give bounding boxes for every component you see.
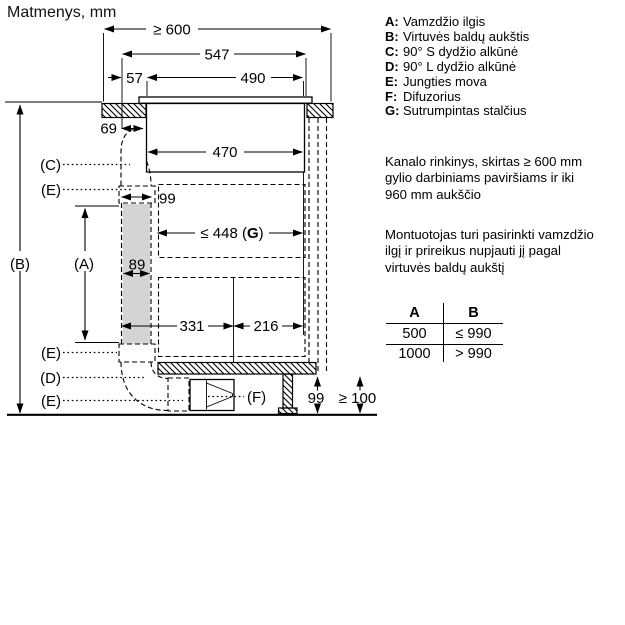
- worktop-hatch-left: [101, 102, 147, 119]
- legend-item: F:Difuzorius: [385, 88, 461, 104]
- note-installer: Montuotojas turi pasirinkti vamzdžio ilg…: [385, 227, 594, 275]
- dim-drawer-depth: ≤ 448 (G): [200, 225, 263, 242]
- dim-duct-offset: 69: [100, 121, 117, 138]
- dim-hob-body-width: 470: [212, 144, 237, 161]
- diffuser-body: [189, 378, 235, 412]
- legend-item: B:Virtuvės baldų aukštis: [385, 28, 530, 44]
- elbow-d-outer: [120, 361, 169, 412]
- dim-worktop-min-width: ≥ 600: [153, 22, 190, 39]
- dim-cutout-width: 490: [240, 70, 265, 87]
- label-furniture-height: (B): [10, 256, 30, 273]
- elbow-c-inner: [145, 160, 152, 187]
- table-header-row: A B: [386, 303, 503, 323]
- diffuser-funnel-bottom: [206, 396, 233, 408]
- cabinet-base-panel: [157, 361, 317, 375]
- legend-item: C:90° S dydžio alkūnė: [385, 43, 519, 59]
- drawer-upper-outline: [157, 183, 306, 259]
- pipe-length-table: A B 500 ≤ 990 1000 > 990: [386, 303, 503, 362]
- hob-glass-top: [138, 96, 313, 104]
- parts-legend: A:Vamzdžio ilgis B:Virtuvės baldų aukšti…: [385, 14, 530, 119]
- table-row: 500 ≤ 990: [386, 323, 503, 344]
- cabinet-leg: [282, 373, 294, 409]
- label-pipe-length: (A): [74, 256, 94, 273]
- label-coupling-bottom: (E): [41, 345, 61, 362]
- dim-top-width: 547: [204, 47, 229, 64]
- drawer-lower-outline: [157, 276, 306, 358]
- hob-body: [145, 102, 306, 173]
- worktop-hatch-right: [306, 102, 334, 119]
- coupling-bottom: [118, 343, 156, 363]
- legend-item: G:Sutrumpintas stalčius: [385, 103, 527, 119]
- coupling-diffuser: [167, 377, 190, 412]
- elbow-c-outer: [120, 127, 142, 186]
- label-diffuser: (F): [247, 389, 266, 406]
- table-row: 1000 > 990: [386, 344, 503, 362]
- legend-item: D:90° L dydžio alkūnė: [385, 58, 517, 74]
- page-title: Matmenys, mm: [7, 4, 117, 21]
- dim-plinth-height: 99: [308, 390, 325, 407]
- label-coupling-diffuser: (E): [41, 393, 61, 410]
- dim-left-offset: 57: [126, 70, 143, 87]
- label-coupling-top: (E): [41, 182, 61, 199]
- label-elbow-s: (C): [40, 157, 61, 174]
- dim-duct-width: 89: [129, 257, 146, 274]
- cabinet-foot: [277, 407, 298, 415]
- dim-center-to-right: 216: [253, 318, 278, 335]
- diffuser-funnel-top: [206, 382, 233, 394]
- coupling-top: [118, 185, 156, 204]
- elbow-d-inner: [150, 361, 169, 380]
- legend-item: E:Jungties mova: [385, 73, 487, 89]
- legend-item: A:Vamzdžio ilgis: [385, 14, 486, 29]
- label-elbow-l: (D): [40, 370, 61, 387]
- dim-floor-clearance: ≥ 100: [339, 390, 376, 407]
- dim-left-to-center: 331: [179, 318, 204, 335]
- note-duct-kit: Kanalo rinkinys, skirtas ≥ 600 mm gylio …: [385, 154, 583, 202]
- dim-coupling-width: 99: [159, 191, 176, 208]
